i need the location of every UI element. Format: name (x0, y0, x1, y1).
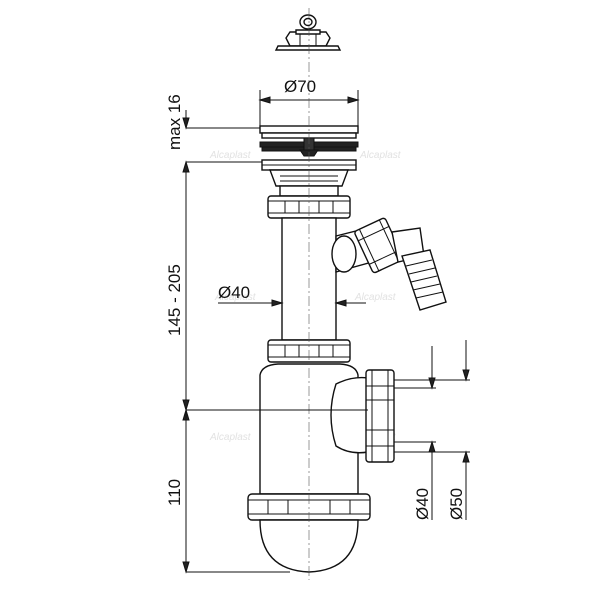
top-diameter-label: Ø70 (284, 77, 316, 96)
flange-height-label: max 16 (165, 94, 184, 150)
outlet-dimensions: Ø40 Ø50 (394, 340, 470, 520)
watermark-4: Alcaplast (354, 292, 397, 303)
pipe-height-label: 145 - 205 (165, 264, 184, 336)
watermark-5: Alcaplast (209, 432, 252, 443)
outlet-inner-label: Ø40 (413, 488, 432, 520)
side-hose-connector (331, 217, 447, 311)
dimension-top-diameter: Ø70 (258, 77, 360, 126)
watermark-3: Alcaplast (214, 292, 257, 303)
bottle-body (259, 363, 395, 495)
stopper-plug (274, 14, 342, 51)
left-dimension-chain: max 16 145 - 205 110 (165, 94, 368, 574)
pipe-diameter-label: Ø40 (218, 283, 250, 302)
outlet-outer-label: Ø50 (447, 488, 466, 520)
dimension-pipe-diameter: Ø40 (218, 283, 366, 307)
bowl-height-label: 110 (165, 479, 184, 506)
watermark-1: Alcaplast (209, 150, 252, 161)
bottom-cup (247, 493, 371, 573)
watermark-2: Alcaplast (359, 150, 402, 161)
